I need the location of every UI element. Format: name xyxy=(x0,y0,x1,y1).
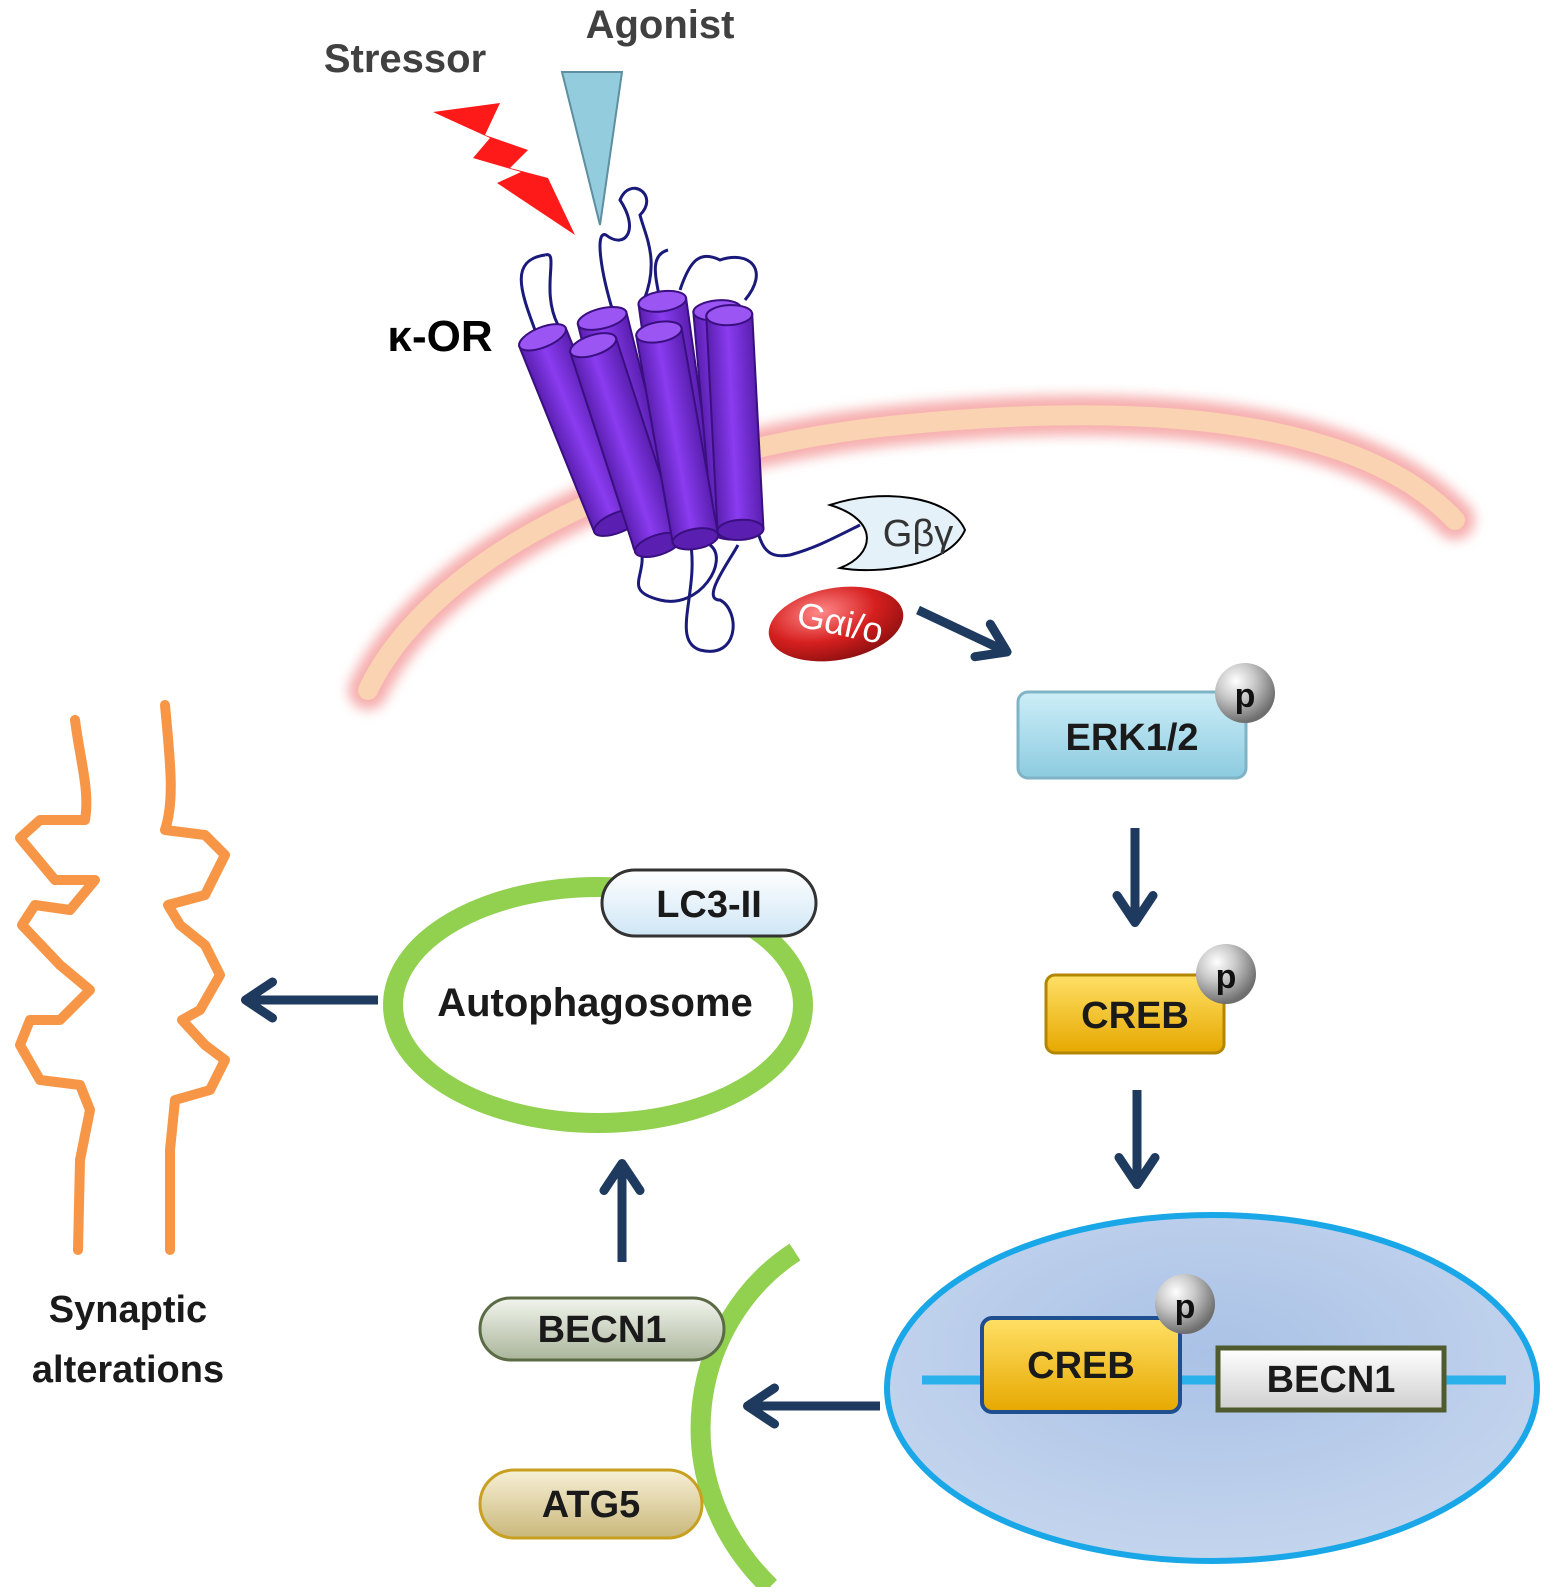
nucleus: CREB p BECN1 xyxy=(884,1212,1540,1564)
cell-membrane xyxy=(348,395,1475,710)
creb-nucleus-label: CREB xyxy=(1027,1345,1135,1387)
receptor-label: κ-OR xyxy=(387,312,492,361)
autophagosome-label: Autophagosome xyxy=(437,981,753,1025)
lc3-label: LC3-II xyxy=(656,884,762,926)
phospho-label-erk: p xyxy=(1235,677,1256,715)
helix-5 xyxy=(569,332,683,558)
becn1-pill: BECN1 xyxy=(478,1296,726,1362)
synaptic-structure xyxy=(15,700,230,1255)
kappa-opioid-receptor xyxy=(518,186,861,653)
atg5-pill: ATG5 xyxy=(478,1468,704,1540)
dendrite-right xyxy=(160,700,230,1255)
helix-7 xyxy=(705,304,765,541)
helix-1 xyxy=(518,323,642,537)
erk-label: ERK1/2 xyxy=(1065,717,1198,759)
lc3-pill: LC3-II xyxy=(600,868,818,938)
arrow-galpha-to-erk xyxy=(916,605,1012,662)
creb-label: CREB xyxy=(1081,995,1189,1037)
lightning-bolt-icon xyxy=(433,103,575,235)
phosphate-sphere-icon: p xyxy=(1155,1274,1215,1334)
synaptic-label-line2: alterations xyxy=(32,1349,224,1391)
becn1-gene-label: BECN1 xyxy=(1267,1359,1396,1401)
g-beta-gamma-label: Gβγ xyxy=(883,513,953,555)
phosphate-sphere-icon: p xyxy=(1196,944,1256,1004)
becn1-label: BECN1 xyxy=(538,1309,667,1351)
dendrite-left xyxy=(15,715,100,1255)
g-alpha-subunit: Gαi/o xyxy=(768,586,904,662)
phospho-label-nucleus: p xyxy=(1175,1288,1196,1326)
phagophore-membrane xyxy=(690,1243,801,1592)
synaptic-label-line1: Synaptic xyxy=(49,1289,207,1331)
becn1-gene-box: BECN1 xyxy=(1215,1345,1447,1413)
g-beta-gamma: Gβγ xyxy=(826,495,967,572)
autophagosome: Autophagosome xyxy=(383,877,813,1133)
creb-nucleus-box: CREB xyxy=(980,1316,1182,1414)
agonist-label: Agonist xyxy=(586,3,735,47)
stressor-label: Stressor xyxy=(324,37,486,81)
triangle-ligand-icon xyxy=(560,71,624,226)
erk-box: ERK1/2 xyxy=(1016,690,1248,780)
phosphate-sphere-icon: p xyxy=(1215,663,1275,723)
atg5-label: ATG5 xyxy=(542,1484,641,1526)
helix-6 xyxy=(635,320,720,551)
creb-box: CREB xyxy=(1044,973,1226,1055)
phospho-label-creb: p xyxy=(1216,958,1237,996)
